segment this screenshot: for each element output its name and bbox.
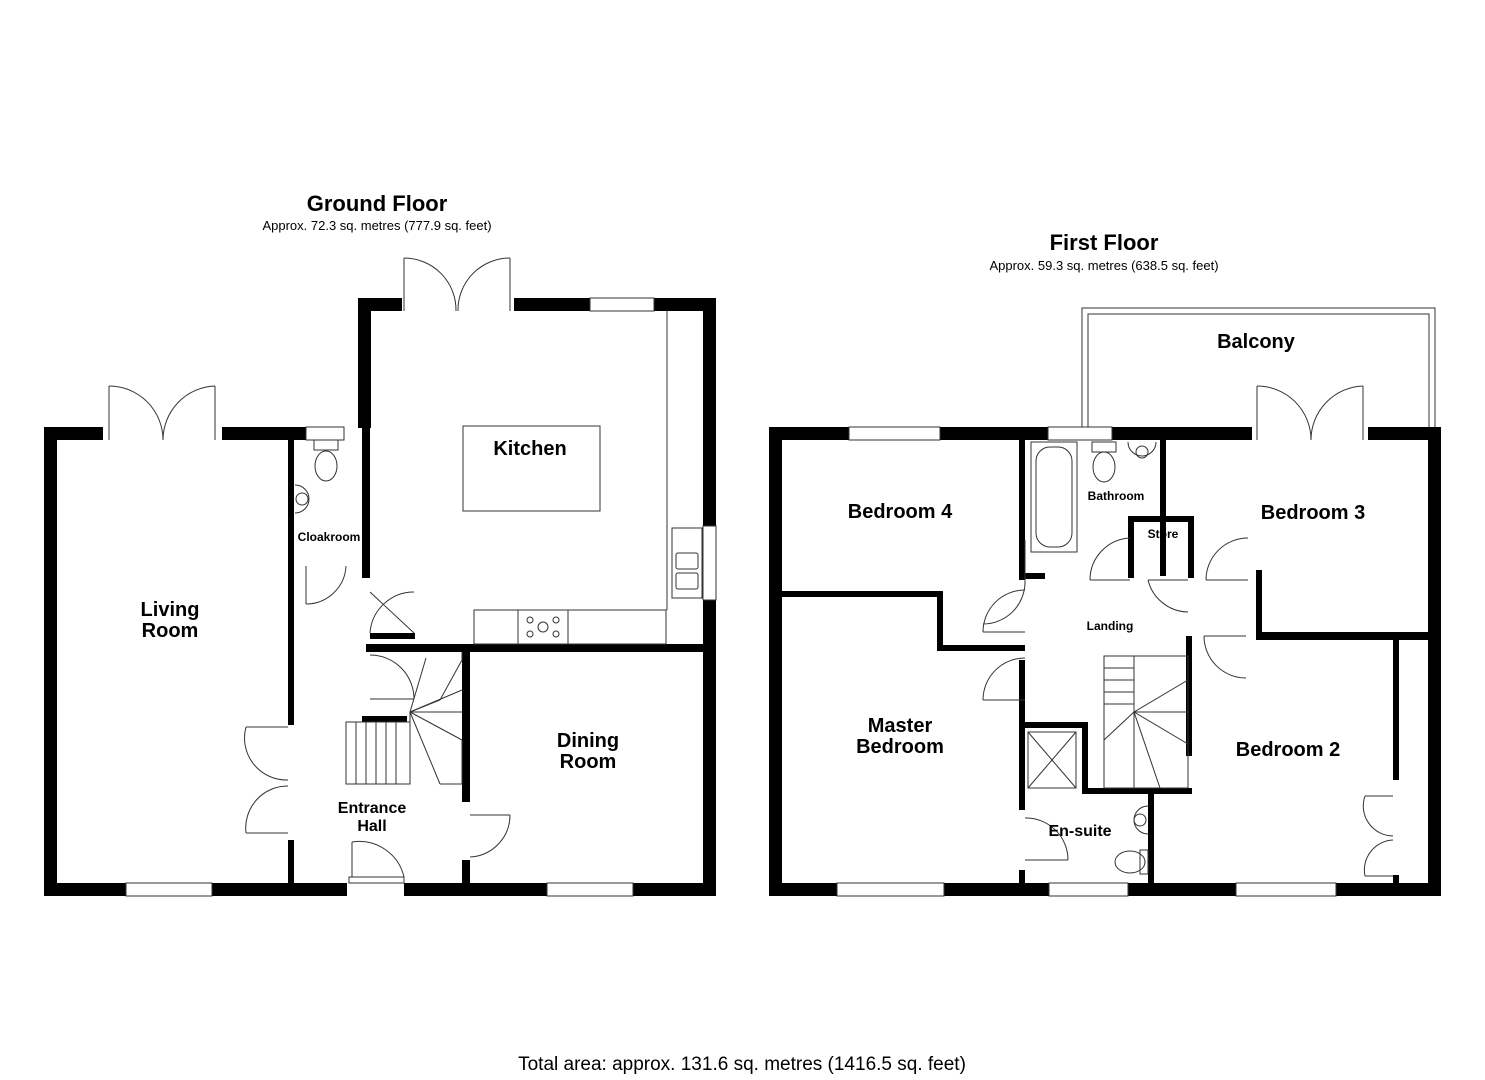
room-label-master-line1: Master — [867, 715, 933, 737]
room-label-living-line1: Living — [140, 599, 200, 621]
room-label-en-suite: En-suite — [1048, 823, 1112, 840]
first-floor-fittings — [982, 307, 1436, 877]
room-label-balcony: Balcony — [1217, 331, 1295, 353]
first-floor-area: Approx. 59.3 sq. metres (638.5 sq. feet) — [989, 258, 1219, 273]
room-label-store: Store — [1147, 527, 1179, 541]
room-label-bedroom-4: Bedroom 4 — [847, 501, 953, 523]
room-label-dining-line1: Dining — [556, 730, 620, 752]
ground-floor-windows — [125, 297, 717, 897]
room-label-entrance-hall: Entrance Hall — [322, 800, 422, 836]
room-label-living-room: Living Room — [110, 600, 230, 642]
room-label-landing: Landing — [1086, 619, 1134, 633]
room-label-bathroom: Bathroom — [1087, 489, 1145, 503]
ground-floor-title: Ground Floor — [306, 191, 448, 216]
ground-floor-walls — [44, 298, 716, 896]
total-area: Total area: approx. 131.6 sq. metres (14… — [518, 1054, 966, 1075]
ground-floor-fittings — [108, 257, 703, 884]
room-label-dining-line2: Room — [559, 751, 617, 773]
room-label-kitchen: Kitchen — [493, 438, 567, 460]
room-label-bedroom-2: Bedroom 2 — [1235, 739, 1341, 761]
room-label-master-bedroom: Master Bedroom — [830, 716, 970, 758]
ground-floor-area: Approx. 72.3 sq. metres (777.9 sq. feet) — [262, 218, 492, 233]
room-label-bedroom-3: Bedroom 3 — [1260, 502, 1366, 524]
room-label-hall-line2: Hall — [357, 818, 387, 835]
room-label-master-line2: Bedroom — [856, 736, 944, 758]
room-label-living-line2: Room — [141, 620, 199, 642]
room-label-cloakroom: Cloakroom — [297, 530, 361, 544]
first-floor-title: First Floor — [1049, 230, 1159, 255]
first-floor-windows — [836, 426, 1337, 897]
first-floor-walls — [769, 427, 1441, 896]
room-label-hall-line1: Entrance — [337, 800, 407, 817]
room-label-dining-room: Dining Room — [528, 731, 648, 773]
